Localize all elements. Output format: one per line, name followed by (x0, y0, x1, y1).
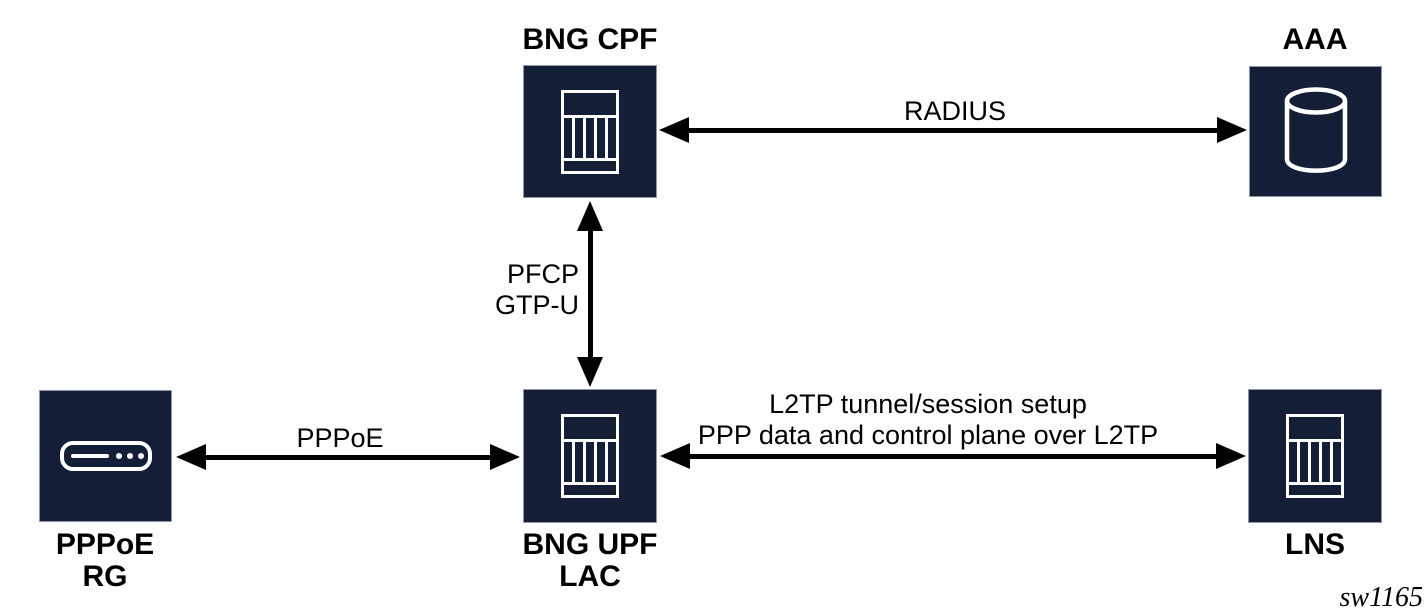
chassis-bottom-band (564, 485, 616, 495)
chassis-bottom-band (564, 160, 616, 171)
arrow-shaft (689, 127, 1217, 133)
arrowhead-down (577, 357, 603, 387)
node-pppoe-rg (39, 390, 172, 522)
modem-icon (59, 441, 152, 471)
chassis-slot (564, 442, 572, 482)
chassis-top-band (564, 417, 616, 439)
radius-link-arrow (659, 117, 1247, 143)
arrowhead-right (490, 444, 520, 470)
node-label-line: BNG UPF (522, 528, 658, 561)
arrowhead-up (577, 201, 603, 231)
chassis-slot (564, 117, 572, 158)
chassis-icon (561, 414, 619, 498)
node-aaa (1249, 66, 1382, 197)
chassis-slot (575, 117, 583, 158)
arrowhead-left (176, 444, 206, 470)
l2tp-link-label: L2TP tunnel/session setup PPP data and c… (628, 389, 1228, 451)
chassis-slot (1322, 442, 1330, 482)
chassis-slot (1333, 442, 1341, 482)
node-label-bng-cpf: BNG CPF (522, 23, 658, 56)
arrowhead-left (659, 117, 689, 143)
chassis-bottom-band (1289, 485, 1341, 495)
modem-dash (70, 454, 109, 458)
chassis-icon (561, 89, 619, 174)
chassis-icon (1286, 414, 1344, 498)
arrow-shaft (690, 453, 1216, 459)
modem-dot (126, 453, 133, 459)
pfcp-link-arrow (577, 201, 603, 387)
chassis-top-band (564, 92, 616, 115)
node-lns (1248, 389, 1382, 523)
chassis-slots (564, 117, 616, 158)
database-icon (1284, 86, 1347, 173)
chassis-slot (597, 117, 605, 158)
arrowhead-right (1216, 443, 1246, 469)
chassis-slot (1300, 442, 1308, 482)
arrow-shaft (206, 454, 490, 460)
link-label-line: PPP data and control plane over L2TP (697, 420, 1159, 450)
modem-dot (137, 453, 144, 459)
chassis-slots (564, 442, 616, 482)
pfcp-link-label: PFCP GTP-U (379, 259, 579, 321)
chassis-slot (1289, 442, 1297, 482)
node-label-pppoe-rg: PPPoE RG (0, 529, 235, 593)
figure-id-watermark: sw1165 (1339, 582, 1424, 613)
node-label-line: RG (82, 560, 128, 593)
arrow-shaft (587, 231, 593, 357)
node-bng-cpf (523, 65, 657, 198)
arrowhead-left (660, 443, 690, 469)
modem-dot (115, 453, 122, 459)
link-label-line: PFCP (506, 259, 579, 289)
chassis-slot (586, 442, 594, 482)
chassis-slot (597, 442, 605, 482)
chassis-slot (575, 442, 583, 482)
link-label-line: GTP-U (495, 290, 579, 320)
pppoe-link-arrow (176, 444, 520, 470)
chassis-top-band (1289, 417, 1341, 439)
node-label-line: LAC (559, 560, 621, 593)
arrowhead-right (1217, 117, 1247, 143)
chassis-slot (1311, 442, 1319, 482)
node-bng-upf-lac (523, 389, 657, 523)
link-label-line: L2TP tunnel/session setup (769, 389, 1087, 419)
node-label-aaa: AAA (1282, 23, 1348, 56)
l2tp-link-arrow (660, 443, 1246, 469)
node-label-line: PPPoE (55, 528, 155, 561)
chassis-slot (608, 117, 616, 158)
chassis-slot (608, 442, 616, 482)
pppoe-link-label: PPPoE (296, 423, 384, 453)
chassis-slots (1289, 442, 1341, 482)
node-label-bng-upf-lac: BNG UPF LAC (460, 529, 720, 593)
node-label-lns: LNS (1285, 528, 1345, 561)
radius-link-label: RADIUS (903, 96, 1006, 126)
chassis-slot (586, 117, 594, 158)
